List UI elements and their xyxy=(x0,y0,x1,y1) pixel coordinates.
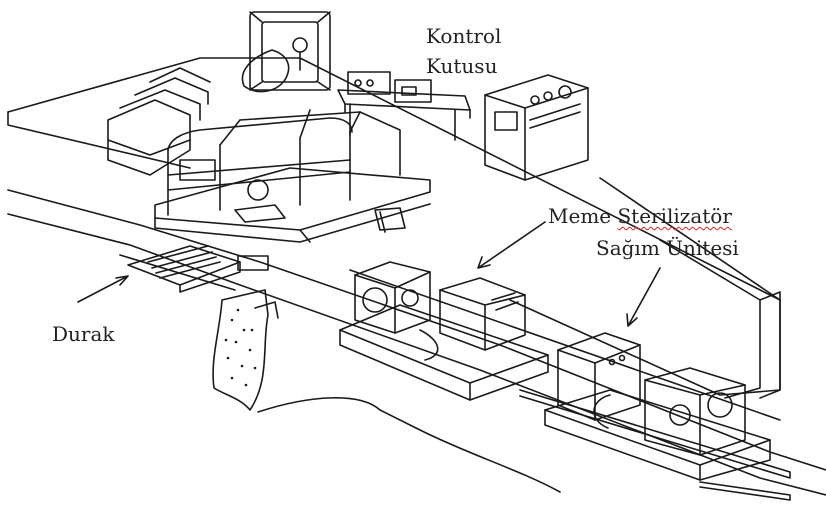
hanging-cage xyxy=(242,12,330,92)
main-frame-platform xyxy=(155,110,430,242)
milking-unit-label: Sağım Ünitesi xyxy=(596,238,739,258)
wall-block xyxy=(660,240,780,398)
support-pillar xyxy=(213,290,278,410)
pillar-dots xyxy=(225,309,257,387)
stairs xyxy=(108,68,210,175)
control-box-unit xyxy=(485,75,588,180)
control-box-label-line1: Kontrol xyxy=(426,26,501,46)
teat-sterilizer-word2: Sterilizatör xyxy=(617,204,731,228)
teat-sterilizer-word1: Meme xyxy=(548,204,611,228)
durak-arrow xyxy=(78,276,128,302)
teat-sterilizer-label: Meme Sterilizatör xyxy=(548,206,732,226)
control-table xyxy=(338,72,470,140)
control-box-label-line2: Kutusu xyxy=(426,56,497,76)
sagim-arrow xyxy=(627,268,660,326)
milking-unit-cart xyxy=(545,333,770,480)
ground-contour xyxy=(258,398,560,492)
floor-platform xyxy=(8,58,826,495)
sterilizer-arrow xyxy=(478,222,545,268)
stop-label: Durak xyxy=(52,324,115,344)
